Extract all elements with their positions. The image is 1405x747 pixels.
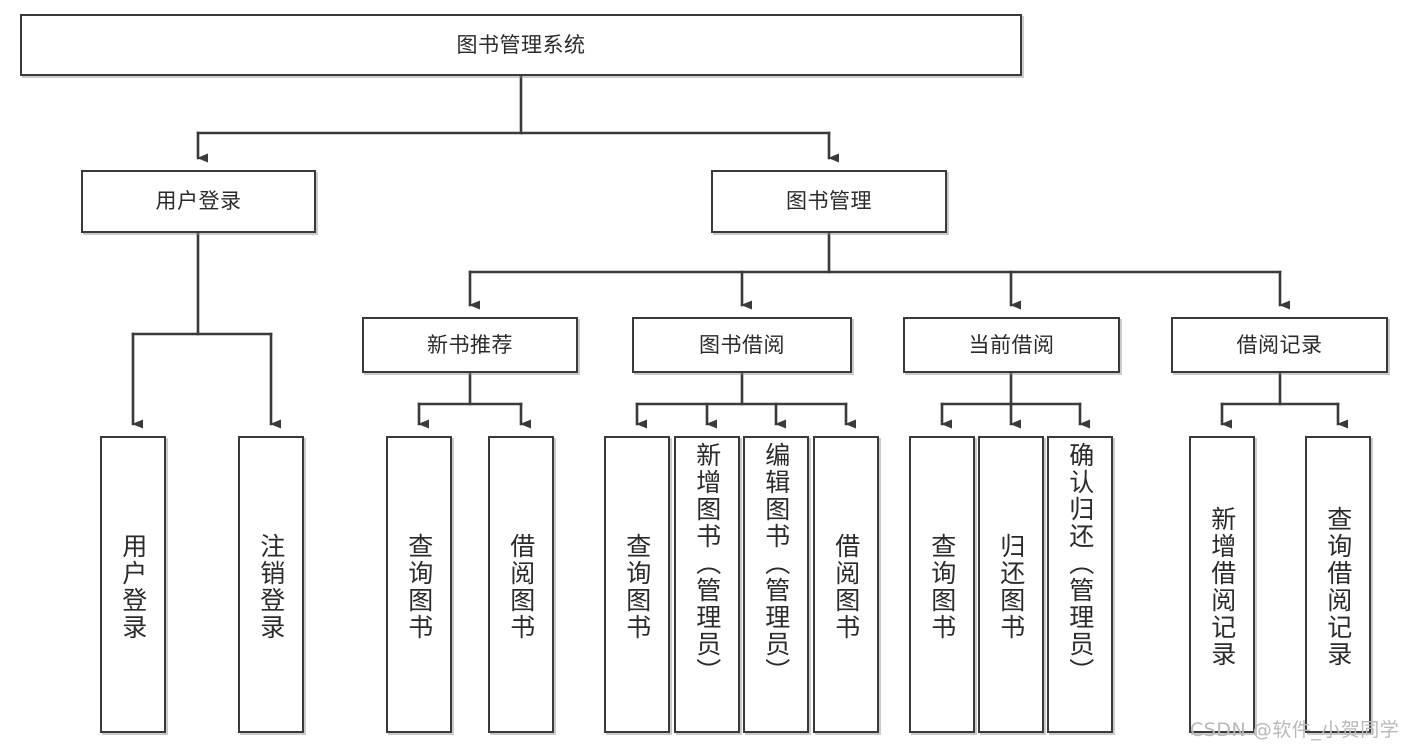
node-current-borrow-label: 当前借阅 bbox=[968, 332, 1055, 357]
watermark-text: CSDN @软件_小贺同学 bbox=[1190, 719, 1400, 741]
node-leaf-confirm-return-label: 确认归还（管理员） bbox=[1065, 442, 1095, 685]
node-root[interactable]: 图书管理系统 bbox=[20, 14, 1022, 76]
node-borrow-record[interactable]: 借阅记录 bbox=[1171, 317, 1388, 373]
node-user-login-label: 用户登录 bbox=[155, 189, 242, 214]
node-leaf-return-book-label: 归还图书 bbox=[996, 532, 1026, 641]
node-leaf-edit-book[interactable]: 编辑图书（管理员） bbox=[743, 436, 809, 733]
node-leaf-user-logout-label: 注销登录 bbox=[256, 532, 286, 641]
node-leaf-return-book[interactable]: 归还图书 bbox=[978, 436, 1044, 733]
node-leaf-borrow-book-1[interactable]: 借阅图书 bbox=[488, 436, 554, 733]
node-leaf-query-book-2-label: 查询图书 bbox=[622, 532, 652, 641]
node-borrow-record-label: 借阅记录 bbox=[1236, 332, 1323, 357]
node-leaf-add-record[interactable]: 新增借阅记录 bbox=[1189, 436, 1255, 733]
node-user-login[interactable]: 用户登录 bbox=[81, 170, 316, 233]
node-leaf-user-logout[interactable]: 注销登录 bbox=[238, 436, 304, 733]
node-root-label: 图书管理系统 bbox=[456, 32, 586, 57]
node-leaf-user-login[interactable]: 用户登录 bbox=[100, 436, 166, 733]
node-leaf-add-record-label: 新增借阅记录 bbox=[1207, 505, 1237, 668]
node-leaf-query-book-1-label: 查询图书 bbox=[404, 532, 434, 641]
node-leaf-borrow-book-1-label: 借阅图书 bbox=[506, 532, 536, 641]
node-current-borrow[interactable]: 当前借阅 bbox=[903, 317, 1120, 373]
node-leaf-query-book-2[interactable]: 查询图书 bbox=[604, 436, 670, 733]
node-leaf-user-login-label: 用户登录 bbox=[118, 532, 148, 641]
node-leaf-borrow-book-2[interactable]: 借阅图书 bbox=[813, 436, 879, 733]
node-leaf-confirm-return[interactable]: 确认归还（管理员） bbox=[1047, 436, 1113, 733]
node-leaf-query-record[interactable]: 查询借阅记录 bbox=[1305, 436, 1371, 733]
node-book-mgmt-label: 图书管理 bbox=[786, 189, 872, 214]
node-leaf-query-record-label: 查询借阅记录 bbox=[1323, 505, 1353, 668]
node-leaf-add-book[interactable]: 新增图书（管理员） bbox=[674, 436, 740, 733]
node-new-book-rec-label: 新书推荐 bbox=[427, 332, 513, 357]
node-leaf-query-book-1[interactable]: 查询图书 bbox=[386, 436, 452, 733]
node-leaf-query-book-3[interactable]: 查询图书 bbox=[909, 436, 975, 733]
node-leaf-add-book-label: 新增图书（管理员） bbox=[692, 442, 722, 685]
node-book-mgmt[interactable]: 图书管理 bbox=[711, 170, 947, 233]
node-book-borrow[interactable]: 图书借阅 bbox=[632, 317, 852, 373]
node-new-book-rec[interactable]: 新书推荐 bbox=[362, 317, 578, 373]
node-leaf-borrow-book-2-label: 借阅图书 bbox=[831, 532, 861, 641]
node-leaf-edit-book-label: 编辑图书（管理员） bbox=[761, 442, 791, 685]
node-book-borrow-label: 图书借阅 bbox=[699, 332, 785, 357]
node-leaf-query-book-3-label: 查询图书 bbox=[927, 532, 957, 641]
